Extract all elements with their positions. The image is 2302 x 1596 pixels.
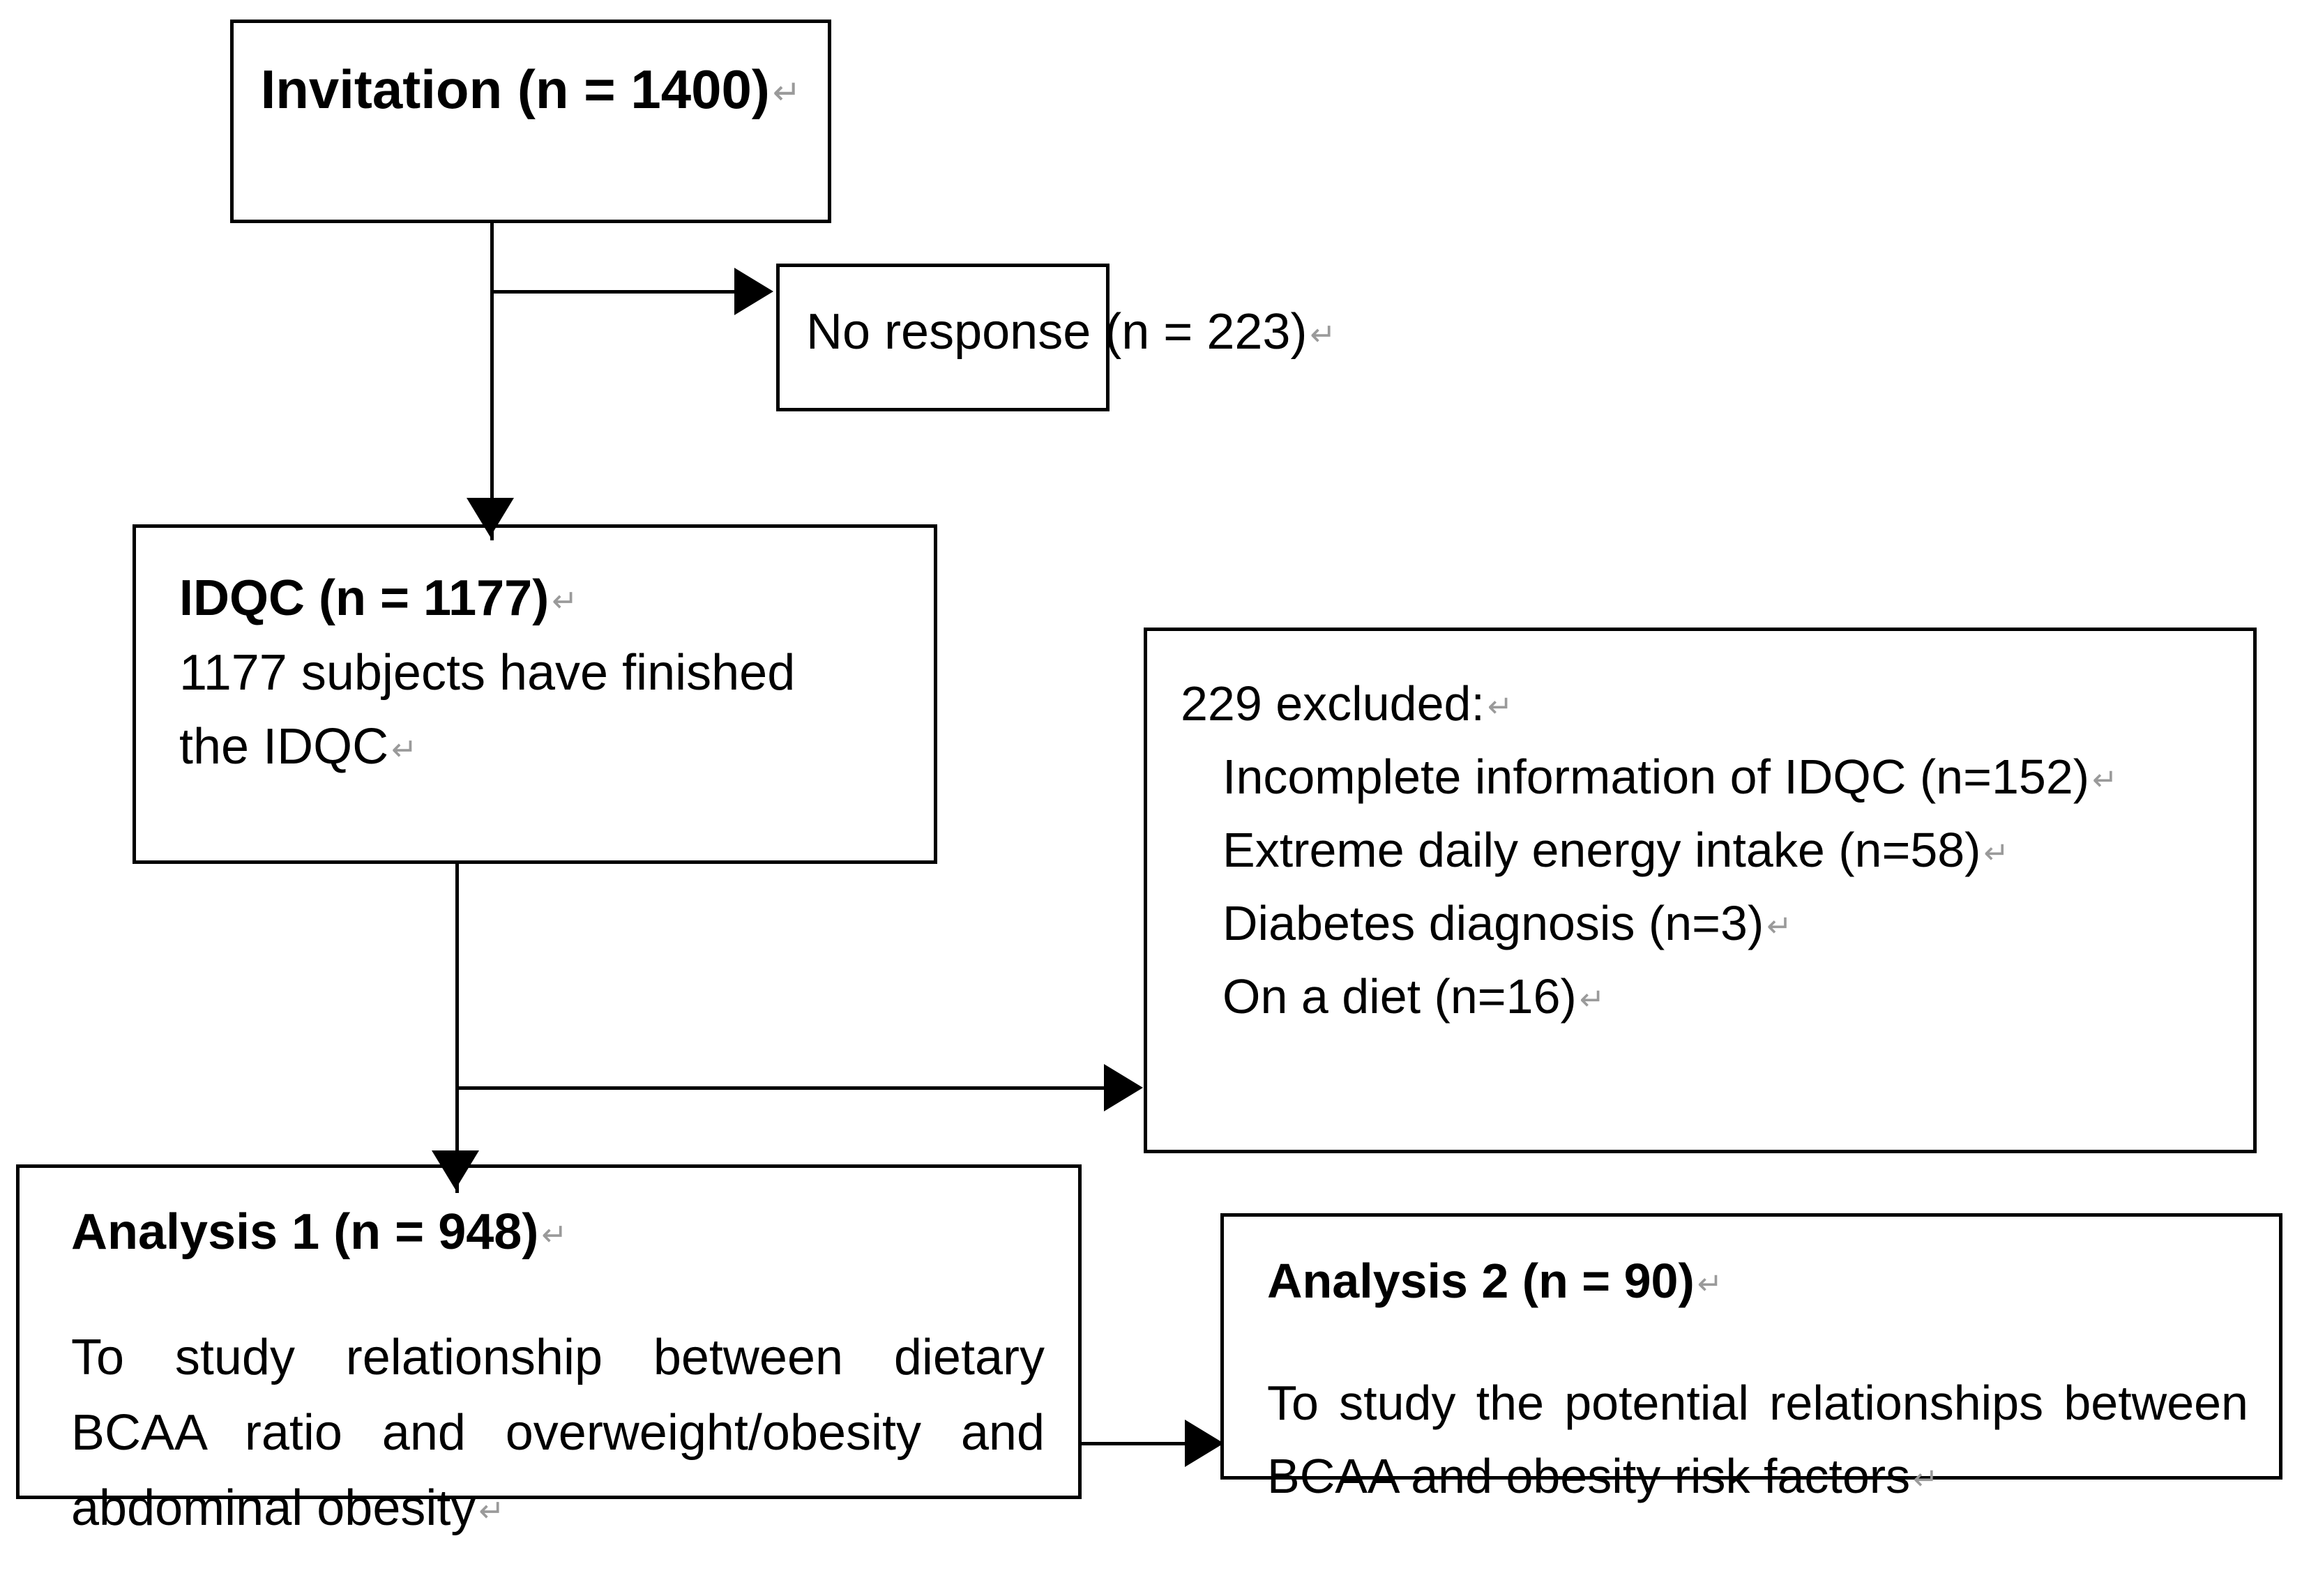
idqc-body-line-2: the IDQC↵ [179, 710, 934, 784]
connector-analysis-1-to-analysis-2 [1082, 1442, 1185, 1445]
analysis2-body-paragraph: To study the potential relationships bet… [1267, 1367, 2248, 1513]
excluded-item: Incomplete information of IDQC (n=152)↵ [1181, 740, 2253, 814]
no-response-text: No response (n = 223)↵ [806, 303, 1336, 360]
idqc-body-line-1: 1177 subjects have finished [179, 636, 934, 710]
connector-idqc-to-excluded [455, 1086, 1104, 1090]
return-mark-icon: ↵ [1697, 1267, 1723, 1301]
invitation-label: Invitation (n = 1400) [260, 59, 770, 120]
analysis2-body: To study the potential relationships bet… [1267, 1376, 2248, 1503]
node-analysis-2: Analysis 2 (n = 90)↵ To study the potent… [1220, 1213, 2282, 1503]
return-mark-icon: ↵ [2092, 763, 2118, 797]
return-mark-icon: ↵ [1913, 1462, 1939, 1496]
excluded-item-label: Incomplete information of IDQC (n=152) [1222, 750, 2090, 804]
analysis2-heading: Analysis 2 (n = 90) [1267, 1254, 1695, 1308]
analysis1-heading: Analysis 1 (n = 948) [71, 1204, 539, 1260]
return-mark-icon: ↵ [1983, 836, 2009, 870]
analysis1-body: To study relationship between dietary BC… [71, 1330, 1045, 1536]
connector-invitation-to-no-response [490, 290, 734, 294]
excluded-item-label: On a diet (n=16) [1222, 969, 1577, 1024]
idqc-body-1: 1177 subjects have finished [179, 644, 796, 701]
node-excluded: 229 excluded:↵ Incomplete information of… [1144, 628, 2257, 1153]
return-mark-icon: ↵ [1579, 982, 1605, 1017]
analysis1-text: Analysis 1 (n = 948)↵ To study relations… [71, 1194, 1045, 1596]
idqc-heading-line: IDQC (n = 1177)↵ [179, 561, 934, 636]
node-no-response: No response (n = 223)↵ [776, 264, 1336, 411]
return-mark-icon: ↵ [391, 732, 418, 767]
return-mark-icon: ↵ [1310, 317, 1336, 352]
excluded-item: Extreme daily energy intake (n=58)↵ [1181, 814, 2253, 887]
excluded-text: 229 excluded:↵ Incomplete information of… [1181, 667, 2253, 1033]
node-idqc: IDQC (n = 1177)↵ 1177 subjects have fini… [132, 524, 937, 864]
excluded-item: On a diet (n=16)↵ [1181, 960, 2253, 1033]
invitation-label-line: Invitation (n = 1400)↵ [234, 58, 828, 121]
return-mark-icon: ↵ [541, 1217, 568, 1252]
arrowhead-right-icon [734, 268, 773, 315]
excluded-item: Diabetes diagnosis (n=3)↵ [1181, 887, 2253, 960]
invitation-text: Invitation (n = 1400)↵ [234, 58, 828, 121]
return-mark-icon: ↵ [478, 1494, 505, 1528]
return-mark-icon: ↵ [772, 74, 801, 112]
idqc-text: IDQC (n = 1177)↵ 1177 subjects have fini… [179, 561, 934, 784]
excluded-item-label: Diabetes diagnosis (n=3) [1222, 896, 1764, 950]
connector-idqc-to-analysis-1 [455, 864, 459, 1193]
connector-invitation-to-idqc [490, 223, 494, 540]
return-mark-icon: ↵ [1487, 690, 1513, 724]
arrowhead-right-icon [1104, 1064, 1143, 1111]
analysis1-heading-line: Analysis 1 (n = 948)↵ [71, 1194, 1045, 1270]
arrowhead-down-icon [467, 498, 514, 537]
analysis2-heading-line: Analysis 2 (n = 90)↵ [1267, 1245, 2248, 1318]
arrowhead-down-icon [432, 1150, 479, 1190]
excluded-heading-line: 229 excluded:↵ [1181, 667, 2253, 740]
analysis1-body-paragraph: To study relationship between dietary BC… [71, 1320, 1045, 1546]
node-analysis-1: Analysis 1 (n = 948)↵ To study relations… [16, 1164, 1082, 1536]
return-mark-icon: ↵ [552, 584, 578, 618]
arrowhead-right-icon [1185, 1420, 1224, 1467]
return-mark-icon: ↵ [1766, 909, 1792, 943]
idqc-body-2: the IDQC [179, 719, 389, 775]
excluded-heading: 229 excluded: [1181, 676, 1485, 731]
node-invitation: Invitation (n = 1400)↵ [230, 20, 831, 223]
idqc-heading: IDQC (n = 1177) [179, 570, 550, 626]
no-response-label: No response (n = 223) [806, 304, 1308, 360]
excluded-item-label: Extreme daily energy intake (n=58) [1222, 823, 1981, 877]
no-response-label-line: No response (n = 223)↵ [806, 303, 1336, 360]
analysis2-text: Analysis 2 (n = 90)↵ To study the potent… [1267, 1245, 2248, 1562]
